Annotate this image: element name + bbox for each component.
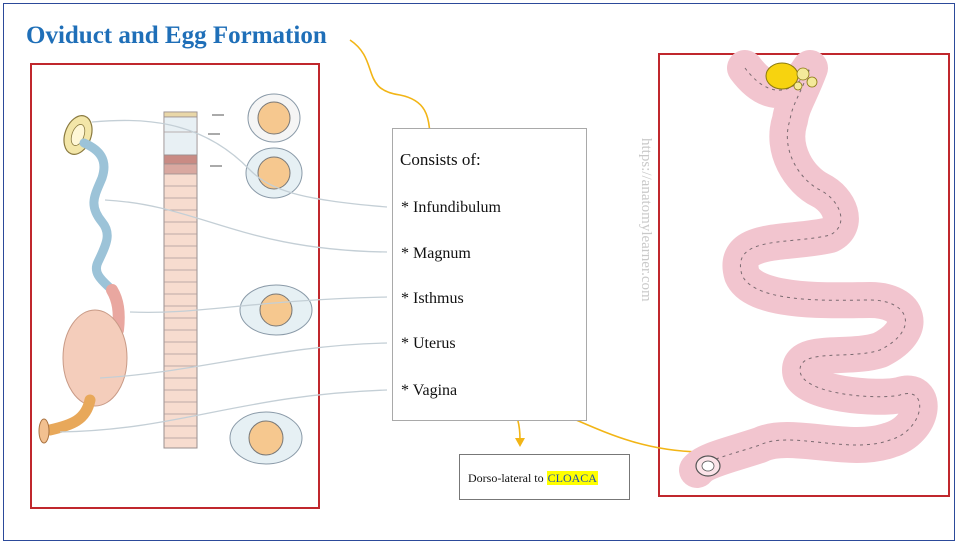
note-box [459, 454, 630, 500]
part-infundibulum: * Infundibulum [401, 199, 501, 216]
part-magnum: * Magnum [401, 245, 471, 262]
note-prefix: Dorso-lateral to [468, 471, 547, 485]
right-oviduct-illustration [679, 50, 938, 488]
watermark: https://anatomylearner.com [638, 138, 654, 302]
svg-text:https://anatomylearner.com: https://anatomylearner.com [638, 138, 654, 302]
note-text: Dorso-lateral to CLOACA [468, 471, 598, 486]
left-oviduct-illustration [38, 115, 128, 444]
leader-lines [59, 119, 388, 433]
parts-list-box [392, 128, 587, 421]
part-vagina: * Vagina [401, 382, 458, 399]
oviduct-diagram-box [30, 63, 320, 509]
egg-cross-sections [229, 93, 313, 465]
list-heading: Consists of: [400, 150, 481, 169]
part-uterus: * Uterus [401, 335, 456, 352]
part-isthmus: * Isthmus [401, 290, 464, 307]
slide-title: Oviduct and Egg Formation [26, 22, 327, 49]
cloaca-highlight: CLOACA [546, 471, 598, 485]
oviduct-segment-column [163, 111, 224, 449]
